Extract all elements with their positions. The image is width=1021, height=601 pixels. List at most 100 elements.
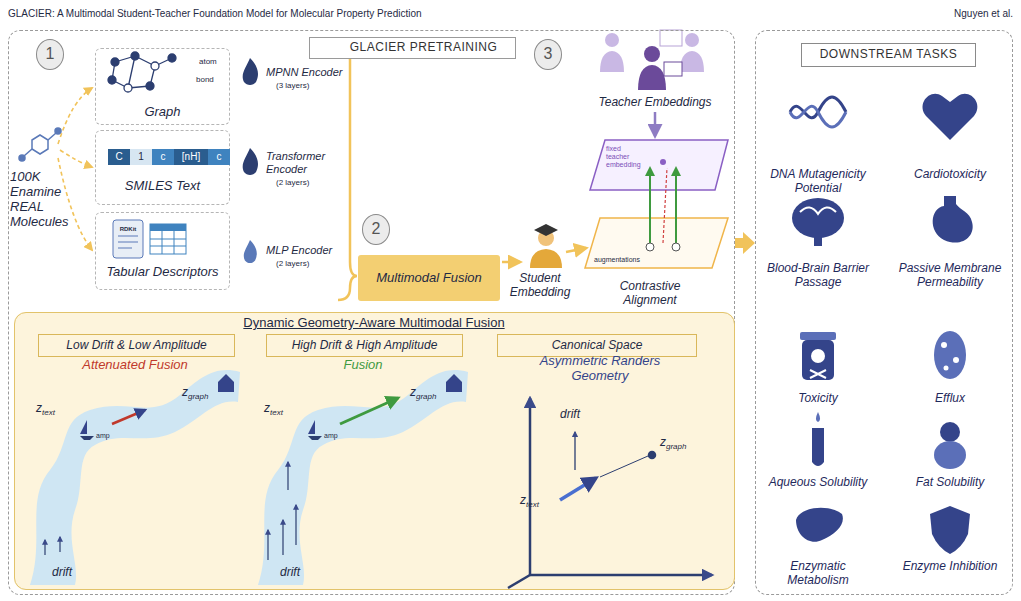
task-icons bbox=[941, 342, 947, 348]
symbol: z bbox=[520, 493, 526, 507]
teacher-icons bbox=[664, 62, 682, 76]
rdkit-document bbox=[113, 220, 143, 258]
input-arrows bbox=[58, 88, 92, 144]
encoder-flames bbox=[243, 58, 258, 85]
callout-number: 2 bbox=[362, 214, 390, 245]
node-text: atom bbox=[199, 57, 229, 66]
task-icons bbox=[930, 506, 970, 554]
node-text: SMILES Text bbox=[96, 179, 229, 194]
label-text: drift bbox=[280, 566, 320, 580]
molecule-icon bbox=[32, 135, 48, 154]
rdkit-document bbox=[118, 242, 138, 243]
symbol: z bbox=[182, 385, 188, 399]
case-header: Low Drift & Low Amplitude bbox=[38, 334, 235, 357]
node-text: 3 bbox=[535, 40, 561, 69]
rdkit-document bbox=[118, 248, 132, 249]
subscript: text bbox=[42, 408, 55, 417]
label-text: Transformer Encoder bbox=[266, 150, 348, 175]
geometry-blob bbox=[30, 370, 240, 585]
teacher-icons bbox=[638, 65, 666, 90]
label-text: Nguyen et al. bbox=[880, 8, 1013, 20]
canonical-axes bbox=[600, 456, 648, 477]
node-text: c bbox=[152, 149, 174, 165]
teacher-icons bbox=[600, 30, 704, 90]
graph-drawing bbox=[131, 52, 139, 60]
label-text: zgraph bbox=[660, 436, 705, 451]
geometry-blob bbox=[446, 374, 462, 392]
task-icons bbox=[944, 366, 949, 371]
geometry-blob bbox=[218, 374, 234, 392]
contrastive-planes bbox=[590, 140, 728, 190]
node-text: [nH] bbox=[174, 149, 208, 165]
geometry-blob bbox=[267, 530, 268, 560]
task-icons bbox=[790, 106, 846, 127]
label-text: Fusion bbox=[288, 358, 438, 373]
task-icons bbox=[802, 340, 834, 380]
label-text: ztext bbox=[520, 494, 560, 509]
label-text: ztext bbox=[36, 402, 76, 417]
rdkit-document bbox=[113, 220, 186, 258]
label-text: Contrastive Alignment bbox=[600, 280, 700, 308]
teacher-icons bbox=[600, 51, 624, 72]
geometry-blob bbox=[268, 462, 296, 560]
canonical-axes bbox=[560, 478, 596, 500]
molecule-icon bbox=[55, 128, 61, 134]
label-text: augmentations bbox=[594, 256, 644, 264]
label-text: (2 layers) bbox=[276, 259, 336, 268]
geometry-blob bbox=[308, 420, 315, 434]
contrastive-planes bbox=[654, 112, 657, 136]
student-icon bbox=[566, 248, 586, 252]
student-icon bbox=[502, 261, 520, 264]
label-text: amp bbox=[96, 432, 120, 440]
geometry-blob bbox=[80, 420, 87, 434]
graph-drawing bbox=[108, 52, 176, 92]
label-text: zgraph bbox=[410, 386, 450, 401]
rdkit-document bbox=[150, 224, 186, 254]
node-text: 1 bbox=[37, 40, 63, 69]
geometry-blob bbox=[45, 537, 60, 555]
graph-drawing bbox=[146, 82, 154, 90]
molecule-icon bbox=[24, 149, 32, 156]
case-header: High Drift & High Amplitude bbox=[266, 334, 463, 357]
label-text: fixed teacher embedding bbox=[606, 145, 646, 169]
label-text: Cardiotoxicity bbox=[890, 168, 1010, 182]
contrastive-planes bbox=[649, 168, 651, 243]
label-text: Aqueous Solubility bbox=[758, 476, 878, 490]
geometry-blob bbox=[258, 370, 468, 585]
tabular-box: RDKitTabular Descriptors bbox=[95, 212, 230, 290]
task-icons bbox=[811, 349, 825, 363]
geometry-blob bbox=[44, 540, 45, 555]
task-icons bbox=[796, 508, 843, 542]
label-text: Blood-Brain Barrier Passage bbox=[758, 262, 878, 290]
student-icon bbox=[502, 224, 586, 268]
label-text: (2 layers) bbox=[276, 178, 336, 187]
task-icons bbox=[812, 428, 824, 466]
task-icons bbox=[816, 412, 820, 422]
node-text: High Drift & High Amplitude bbox=[267, 335, 462, 356]
symbol: z bbox=[410, 385, 416, 399]
molecule-icon bbox=[48, 133, 56, 140]
molecule-icon bbox=[19, 128, 61, 161]
encoder-flames bbox=[244, 240, 257, 263]
label-text: drift bbox=[560, 408, 600, 422]
label-text: Asymmetric Randers Geometry bbox=[535, 354, 665, 384]
label-text: Enzyme Inhibition bbox=[890, 560, 1010, 574]
label-text: ztext bbox=[264, 402, 304, 417]
contrastive-planes bbox=[672, 243, 680, 251]
label-text: Passive Membrane Permeability bbox=[890, 262, 1010, 290]
rdkit-document bbox=[118, 236, 138, 237]
geometry-blob bbox=[287, 462, 288, 490]
label-text: Toxicity bbox=[758, 392, 878, 406]
rdkit-document bbox=[150, 224, 186, 231]
symbol: z bbox=[660, 435, 666, 449]
downstream-panel: DOWNSTREAM TASKS bbox=[755, 30, 1013, 595]
input-arrows bbox=[58, 158, 92, 250]
subscript: graph bbox=[188, 392, 208, 401]
subscript: graph bbox=[416, 392, 436, 401]
graph-drawing bbox=[128, 56, 135, 88]
task-icons bbox=[810, 370, 826, 378]
geometry-blob bbox=[340, 398, 398, 424]
rdkit-document bbox=[150, 239, 186, 240]
